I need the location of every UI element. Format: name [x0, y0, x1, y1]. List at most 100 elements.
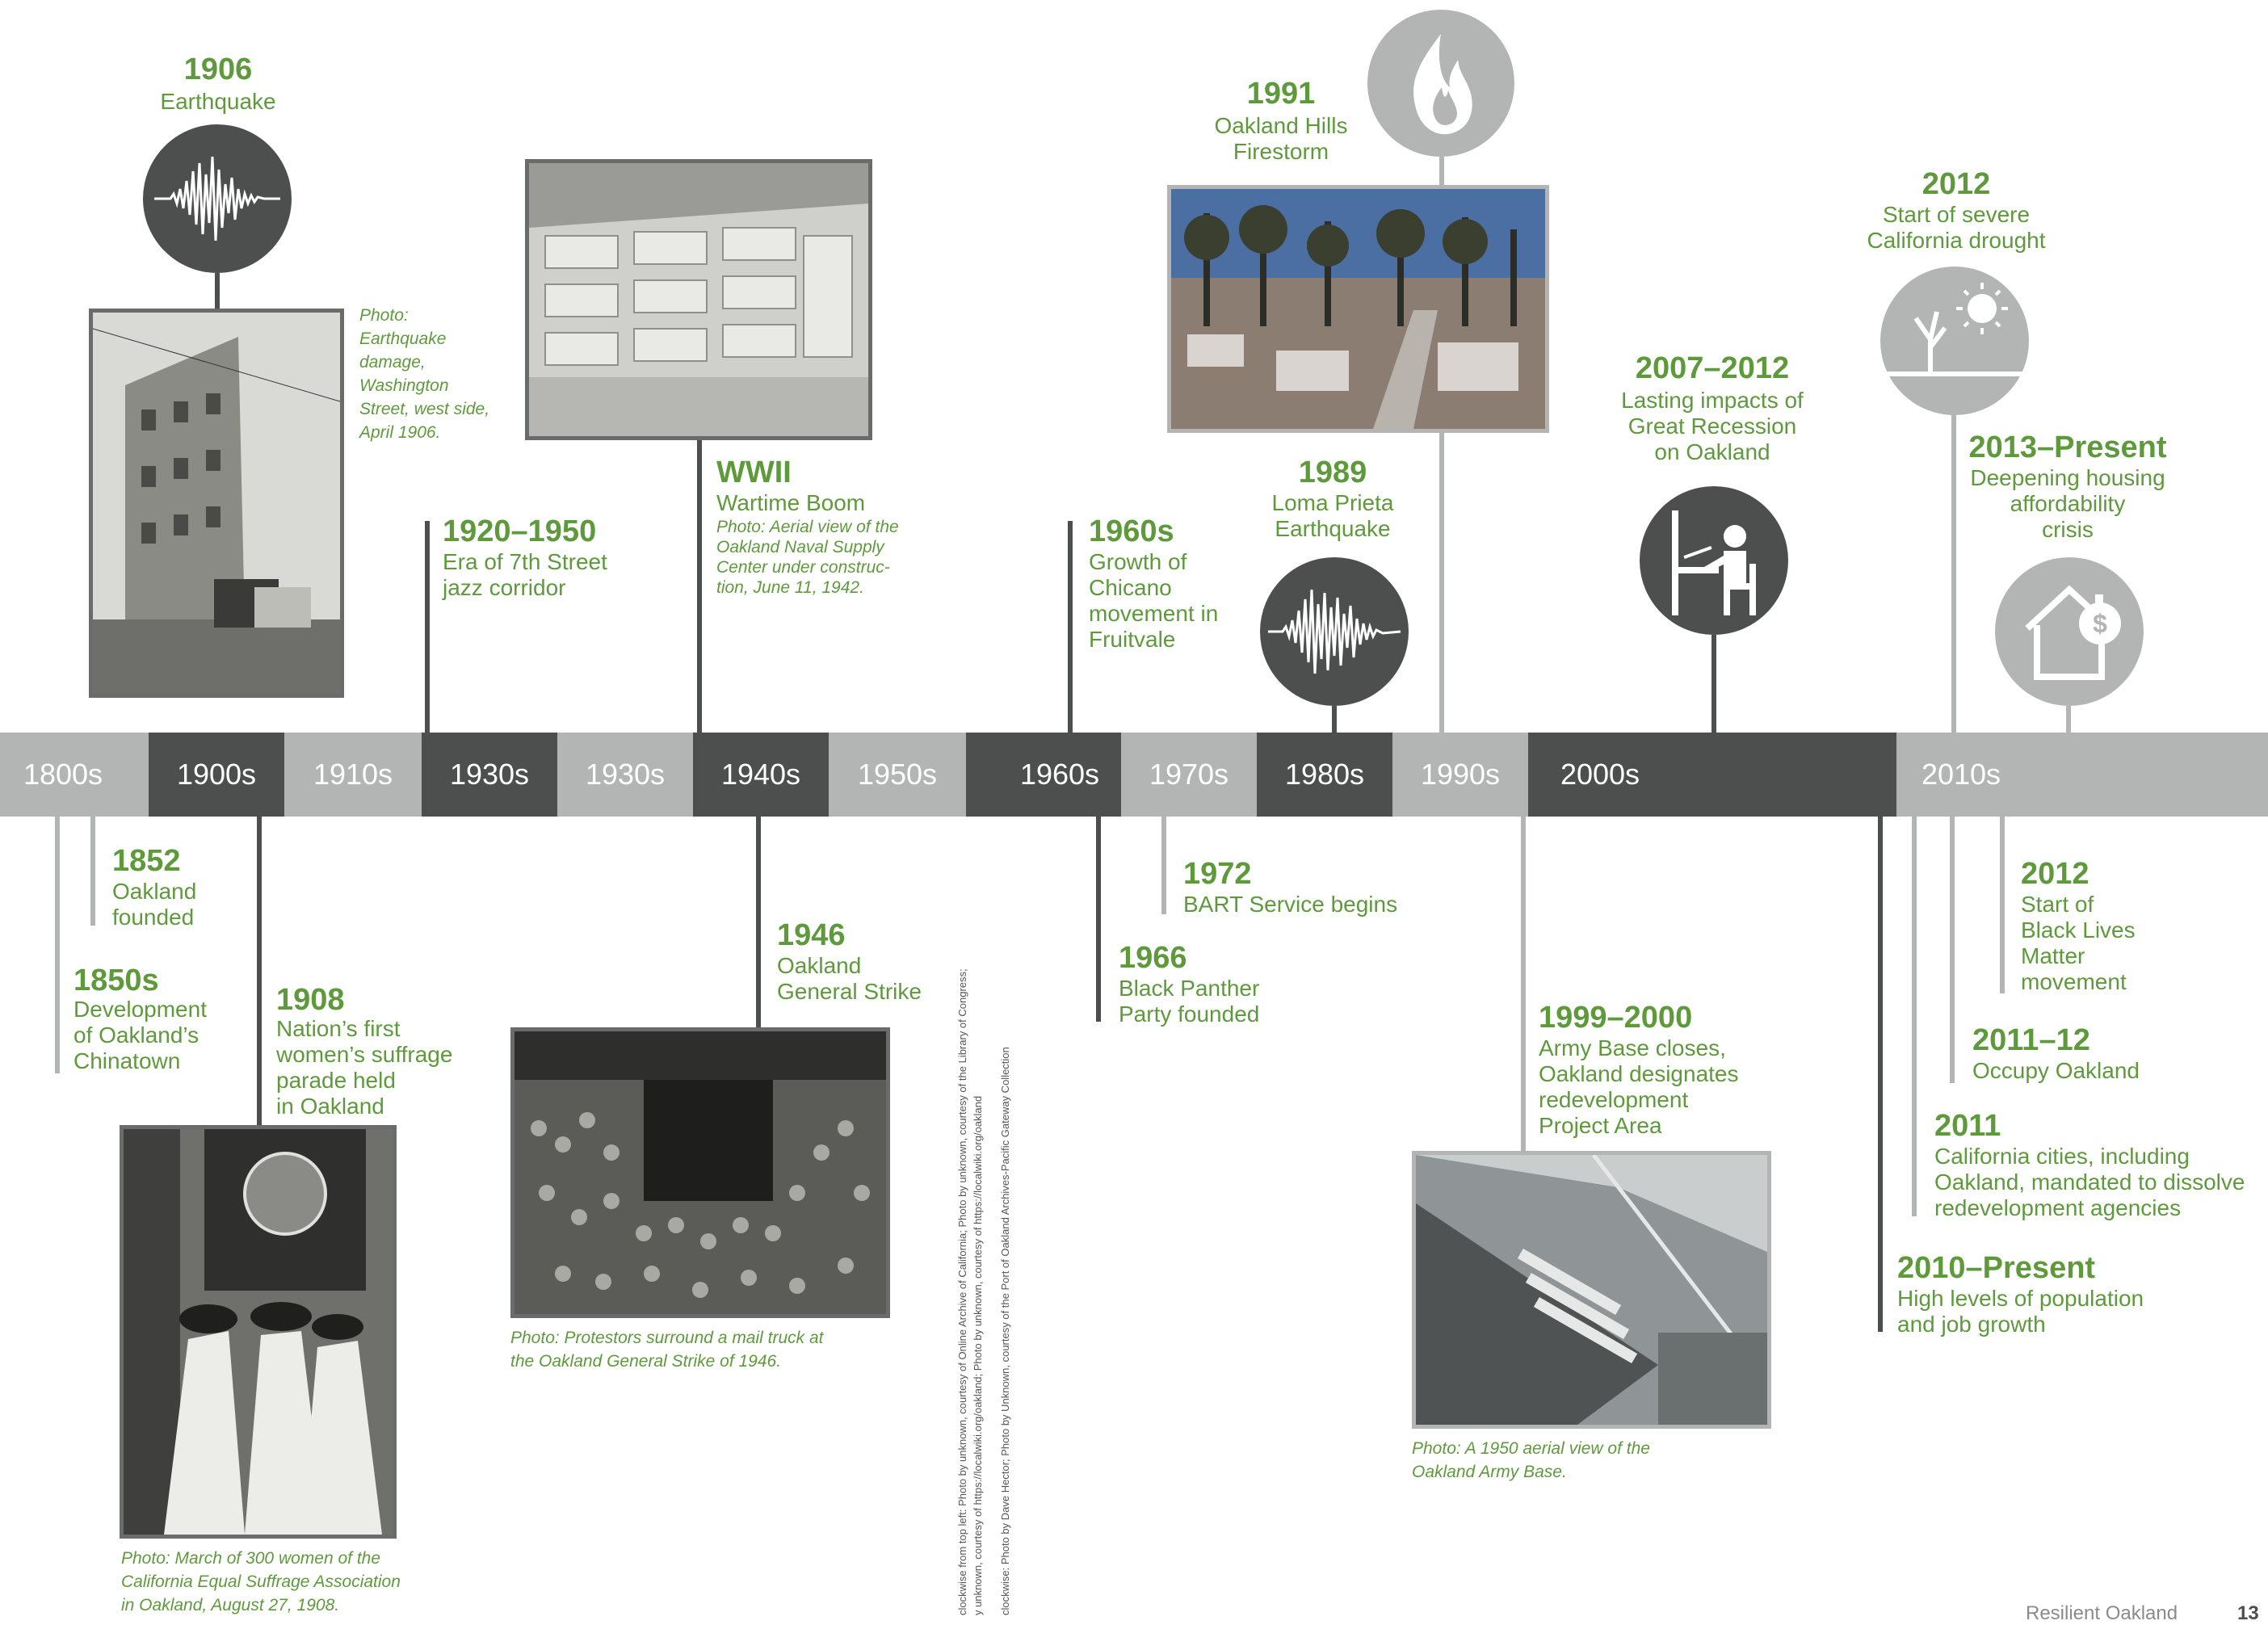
- connector-line: [1521, 817, 1526, 1152]
- event-year-2012a: 2012: [1922, 167, 1991, 201]
- connector-line: [1439, 157, 1444, 186]
- event-text-2011-12: Occupy Oakland: [1972, 1058, 2140, 1083]
- connector-line: [697, 440, 702, 733]
- decade-label: 1970s: [1149, 758, 1229, 791]
- decade-band: [693, 733, 829, 817]
- decade-label: 1960s: [1019, 758, 1100, 791]
- decade-label: 1800s: [23, 758, 103, 791]
- decade-label: 1910s: [313, 758, 393, 791]
- event-year-1960s: 1960s: [1089, 514, 1174, 548]
- decade-band: [1121, 733, 1257, 817]
- photo-firestorm: [1167, 185, 1549, 433]
- event-year-1850s: 1850s: [74, 964, 159, 997]
- connector-line: [1161, 817, 1166, 914]
- decade-band: [1257, 733, 1392, 817]
- decade-band: [1528, 733, 1896, 817]
- decade-label: 1980s: [1284, 758, 1365, 791]
- decade-label: 2000s: [1560, 758, 1640, 791]
- event-year-1989: 1989: [1298, 456, 1367, 489]
- event-year-1991: 1991: [1246, 77, 1316, 111]
- event-year-1946: 1946: [777, 918, 846, 952]
- seismograph-icon: [143, 124, 292, 273]
- desk-worker-icon: [1640, 486, 1788, 635]
- house-dollar-icon: $: [1995, 557, 2144, 706]
- connector-line: [1878, 817, 1883, 1332]
- decade-band: [284, 733, 422, 817]
- event-year-2011-12: 2011–12: [1972, 1023, 2090, 1057]
- connector-line: [257, 817, 262, 1125]
- event-title-1906: Earthquake: [160, 89, 276, 114]
- footer-title: Resilient Oakland: [2026, 1602, 2178, 1624]
- event-text-1972: BART Service begins: [1183, 892, 1398, 917]
- decade-label: 1990s: [1420, 758, 1501, 791]
- connector-line: [1068, 521, 1073, 733]
- decade-label: 1930s: [449, 758, 530, 791]
- photo-general-strike: [510, 1027, 890, 1318]
- decade-band: [1392, 733, 1528, 817]
- event-year-1999: 1999–2000: [1539, 1001, 1693, 1035]
- event-year-2012b: 2012: [2021, 857, 2090, 891]
- decade-band: [1896, 733, 2268, 817]
- event-year-2010: 2010–Present: [1897, 1251, 2096, 1285]
- photo-caption-1946: Photo: Protestors surround a mail truck …: [510, 1329, 824, 1371]
- event-year-1972: 1972: [1183, 857, 1252, 891]
- event-year-1908: 1908: [276, 983, 345, 1017]
- connector-line: [1332, 706, 1337, 733]
- photo-suffrage-march: [120, 1125, 397, 1539]
- connector-line: [2066, 706, 2071, 733]
- photo-credits: clockwise from top left: Photo by unknow…: [955, 968, 985, 1615]
- decade-band: [0, 733, 149, 817]
- decade-label: 1940s: [720, 758, 801, 791]
- connector-line: [2000, 817, 2005, 993]
- decade-band: [829, 733, 966, 817]
- decade-label: 1930s: [585, 758, 666, 791]
- connector-line: [55, 817, 60, 1073]
- connector-line: [1951, 415, 1956, 733]
- credits-line-3: clockwise: Photo by Dave Hector; Photo b…: [999, 1047, 1011, 1615]
- event-year-1906: 1906: [183, 52, 253, 86]
- event-year-wwii: WWII: [716, 456, 792, 489]
- event-year-2007: 2007–2012: [1635, 351, 1790, 385]
- decade-band: [966, 733, 1121, 817]
- credits-line-1: clockwise from top left: Photo by unknow…: [956, 968, 968, 1615]
- connector-line: [1712, 635, 1716, 733]
- connector-line: [90, 817, 95, 926]
- event-year-2011: 2011: [1934, 1109, 2001, 1143]
- connector-line: [1912, 817, 1917, 1216]
- connector-line: [756, 817, 761, 1028]
- svg-text:$: $: [2093, 609, 2107, 638]
- photo-earthquake-damage: [89, 309, 344, 698]
- decade-label: 1950s: [857, 758, 938, 791]
- event-year-2013: 2013–Present: [1968, 430, 2167, 464]
- drought-icon: [1880, 267, 2029, 415]
- connector-line: [215, 273, 220, 310]
- decade-band: [149, 733, 284, 817]
- decade-label: 2010s: [1921, 758, 2001, 791]
- connector-line: [1439, 433, 1444, 733]
- seismograph-icon: [1260, 557, 1409, 706]
- connector-line: [1096, 817, 1101, 1022]
- event-year-1852: 1852: [112, 844, 181, 878]
- connector-line: [1950, 817, 1955, 1083]
- event-year-1966: 1966: [1119, 941, 1187, 975]
- decade-band: [557, 733, 693, 817]
- decade-band: [422, 733, 557, 817]
